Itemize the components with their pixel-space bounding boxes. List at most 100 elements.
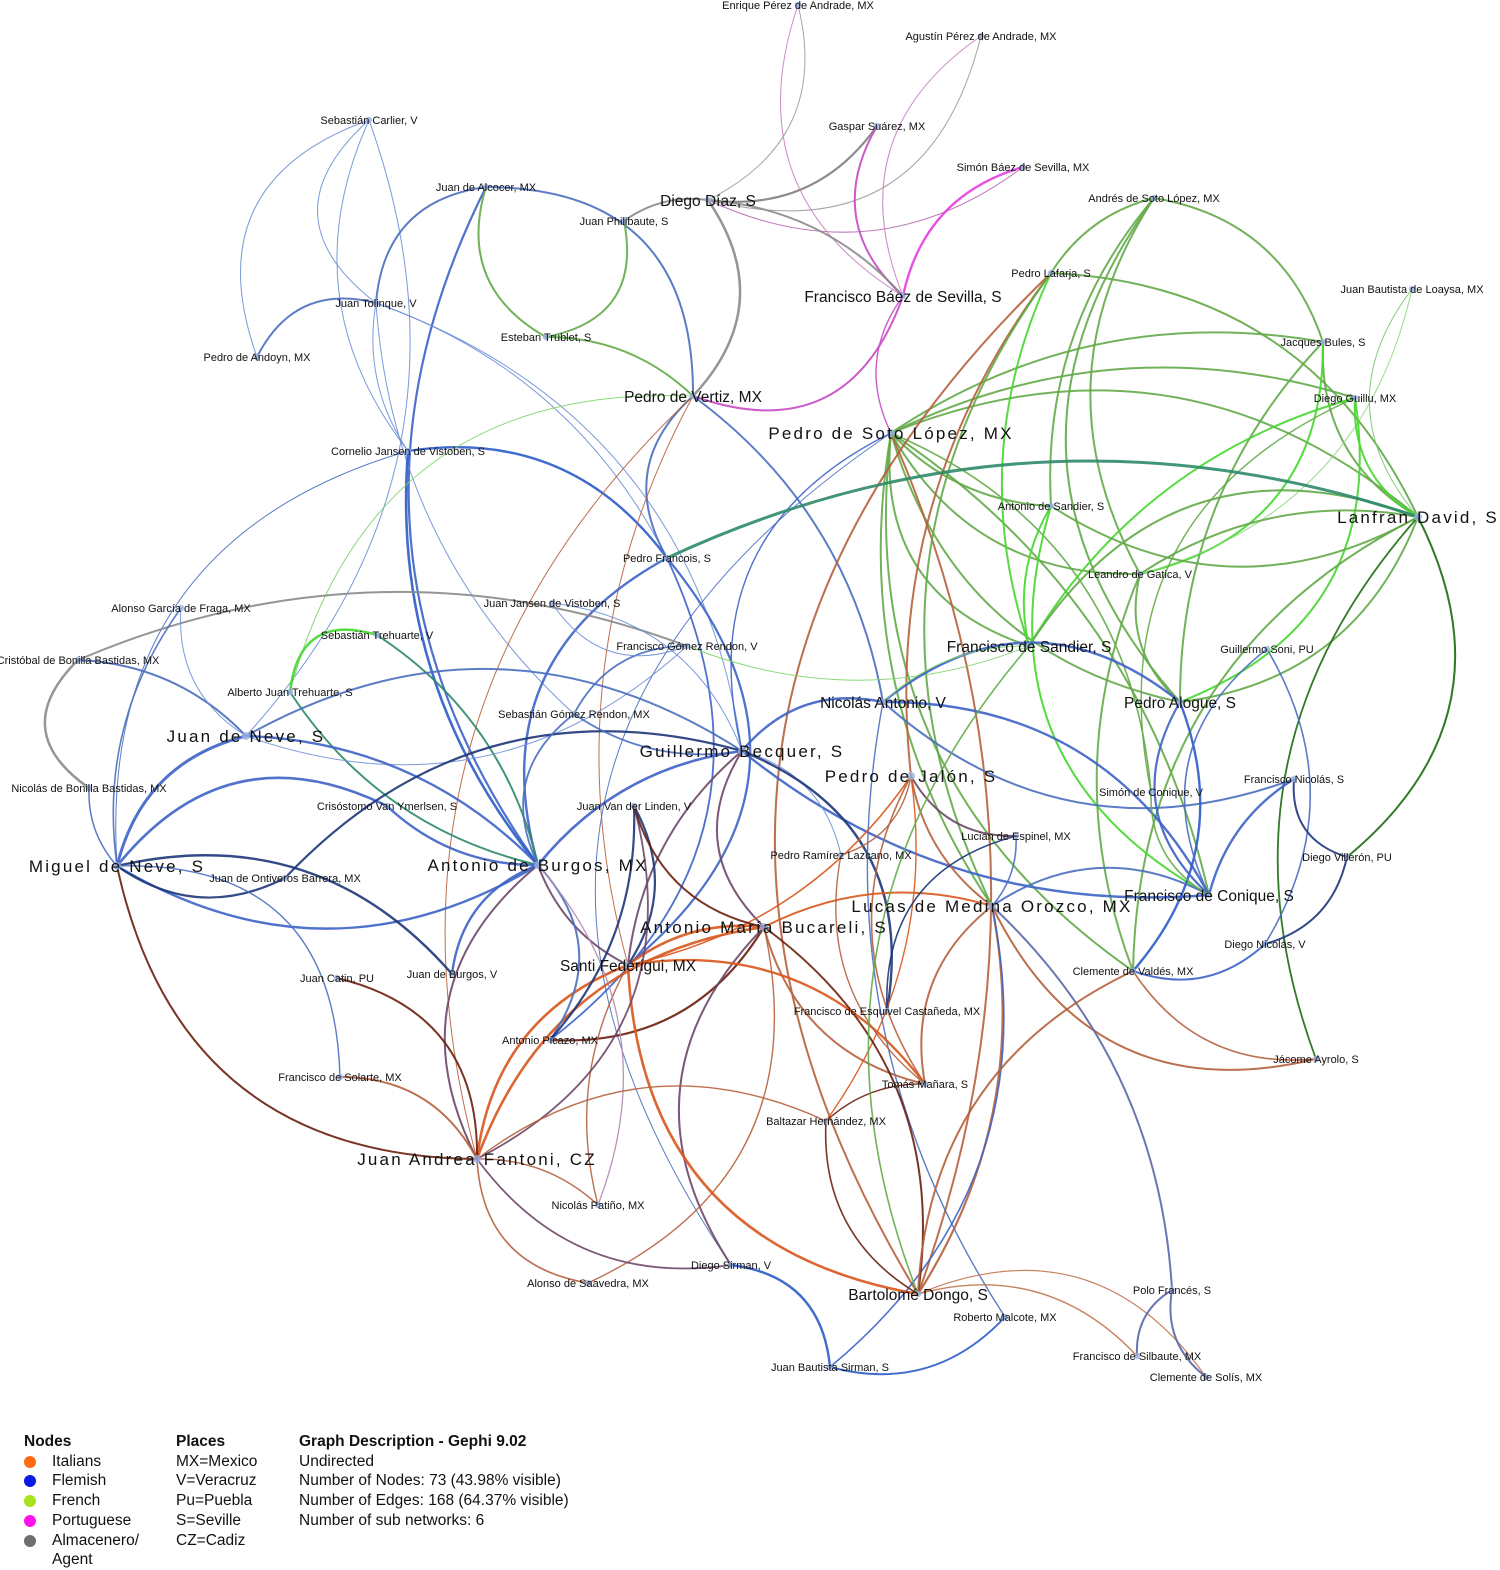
graph-node[interactable] <box>1263 645 1271 653</box>
graph-node[interactable] <box>281 874 289 882</box>
graph-edge <box>901 165 1024 297</box>
graph-node-label: Santi Federigui, MX <box>560 958 697 975</box>
graph-node[interactable] <box>1261 940 1269 948</box>
graph-node[interactable] <box>448 970 456 978</box>
graph-node[interactable] <box>1047 502 1055 510</box>
graph-edge <box>537 864 625 1206</box>
graph-node[interactable] <box>584 1279 592 1287</box>
graph-node[interactable] <box>914 1290 922 1298</box>
graph-node-label: Diego Villerón, PU <box>1302 852 1392 864</box>
graph-node-label: Agustín Pérez de Andrade, MX <box>905 31 1057 43</box>
graph-node[interactable] <box>570 710 578 718</box>
graph-node[interactable] <box>794 1 802 9</box>
graph-node[interactable] <box>1147 788 1155 796</box>
graph-node[interactable] <box>1012 832 1020 840</box>
graph-node[interactable] <box>113 862 121 870</box>
graph-node[interactable] <box>1414 513 1422 521</box>
graph-node[interactable] <box>594 1201 602 1209</box>
graph-node[interactable] <box>404 447 412 455</box>
graph-node[interactable] <box>1202 1373 1210 1381</box>
graph-node[interactable] <box>977 32 985 40</box>
graph-node[interactable] <box>873 122 881 130</box>
graph-node[interactable] <box>879 698 887 706</box>
graph-node[interactable] <box>534 861 542 869</box>
graph-node[interactable] <box>242 732 250 740</box>
graph-node[interactable] <box>1047 269 1055 277</box>
graph-edge <box>477 186 547 338</box>
legend-places: Places MX=Mexico V=Veracruz Pu=Puebla S=… <box>176 1432 286 1550</box>
graph-node[interactable] <box>1290 775 1298 783</box>
graph-node[interactable] <box>760 923 768 931</box>
graph-node[interactable] <box>883 1007 891 1015</box>
graph-node[interactable] <box>253 353 261 361</box>
graph-node[interactable] <box>74 656 82 664</box>
graph-node[interactable] <box>907 772 915 780</box>
graph-node[interactable] <box>1136 570 1144 578</box>
graph-node[interactable] <box>738 747 746 755</box>
graph-edge <box>289 394 694 693</box>
graph-edge <box>1353 397 1419 518</box>
graph-node[interactable] <box>546 1036 554 1044</box>
graph-node[interactable] <box>372 299 380 307</box>
graph-node[interactable] <box>1205 891 1213 899</box>
graph-node[interactable] <box>1176 698 1184 706</box>
graph-node[interactable] <box>837 851 845 859</box>
graph-node-label: Antonio María Bucareli, S <box>640 918 888 937</box>
graph-node[interactable] <box>1129 967 1137 975</box>
graph-node[interactable] <box>373 631 381 639</box>
graph-edge <box>920 905 993 1085</box>
graph-node[interactable] <box>921 1080 929 1088</box>
graph-node[interactable] <box>473 1155 481 1163</box>
graph-node[interactable] <box>630 802 638 810</box>
graph-node[interactable] <box>826 1363 834 1371</box>
graph-node[interactable] <box>1001 1313 1009 1321</box>
graph-edge <box>536 749 743 866</box>
graph-node-label: Francisco de Conique, S <box>1124 888 1294 905</box>
graph-node[interactable] <box>1351 394 1359 402</box>
graph-node[interactable] <box>286 688 294 696</box>
graph-edge <box>763 926 924 1295</box>
graph-node-label: Pedro de Jalón, S <box>825 767 998 786</box>
graph-node-label: Francisco de Sandier, S <box>947 639 1112 656</box>
graph-node[interactable] <box>1343 853 1351 861</box>
graph-node[interactable] <box>1312 1055 1320 1063</box>
graph-node[interactable] <box>542 333 550 341</box>
graph-edge <box>677 926 765 1266</box>
graph-edge <box>112 607 182 867</box>
graph-node[interactable] <box>899 292 907 300</box>
graph-node[interactable] <box>727 1261 735 1269</box>
graph-node[interactable] <box>85 784 93 792</box>
graph-node[interactable] <box>1408 285 1416 293</box>
graph-node[interactable] <box>624 961 632 969</box>
graph-node[interactable] <box>336 1073 344 1081</box>
graph-edge <box>882 35 982 297</box>
graph-node[interactable] <box>1025 642 1033 650</box>
graph-node[interactable] <box>1319 338 1327 346</box>
graph-node[interactable] <box>704 196 712 204</box>
graph-node[interactable] <box>689 392 697 400</box>
graph-node[interactable] <box>663 554 671 562</box>
graph-node[interactable] <box>1133 1352 1141 1360</box>
graph-node[interactable] <box>1150 194 1158 202</box>
graph-node-label: Clemente de Solís, MX <box>1150 1372 1263 1384</box>
graph-node[interactable] <box>620 217 628 225</box>
graph-edge <box>875 295 904 434</box>
graph-node[interactable] <box>383 802 391 810</box>
graph-node[interactable] <box>683 642 691 650</box>
graph-node[interactable] <box>887 429 895 437</box>
graph-node[interactable] <box>333 974 341 982</box>
graph-edge <box>549 805 636 1041</box>
graph-node-label: Diego Guillu, MX <box>1314 393 1397 405</box>
graph-edge <box>882 641 1181 703</box>
graph-node[interactable] <box>1019 163 1027 171</box>
graph-node[interactable] <box>988 902 996 910</box>
graph-node[interactable] <box>365 116 373 124</box>
graph-edge <box>645 395 694 559</box>
graph-node-label: Gaspar Suárez, MX <box>829 121 926 133</box>
graph-node[interactable] <box>177 604 185 612</box>
graph-node[interactable] <box>482 183 490 191</box>
graph-node[interactable] <box>822 1117 830 1125</box>
graph-node[interactable] <box>548 599 556 607</box>
graph-node[interactable] <box>1168 1286 1176 1294</box>
graph-edge <box>627 805 656 966</box>
